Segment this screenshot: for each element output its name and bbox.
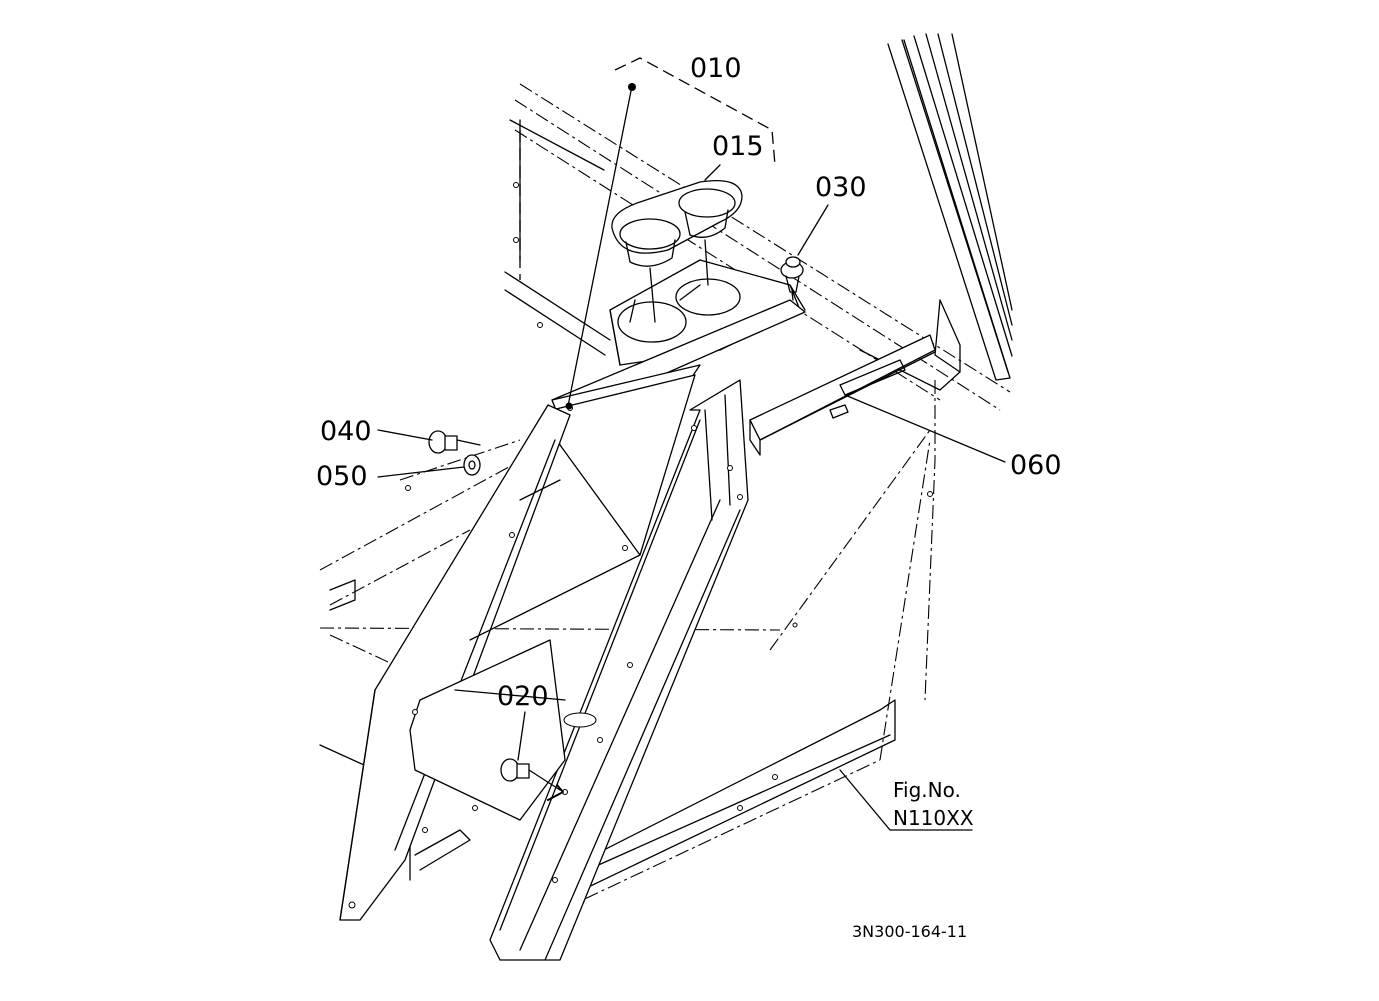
fig-number: N110XX <box>893 806 974 830</box>
drawing-code: 3N300-164-11 <box>852 922 967 941</box>
cup-holder-insert <box>611 179 743 323</box>
fig-label: Fig.No. <box>893 778 961 802</box>
figure-reference: Fig.No. N110XX 3N300-164-11 <box>852 778 974 941</box>
rail-bracket <box>749 334 936 456</box>
callout-030: 030 <box>815 172 867 203</box>
callout-labels: 010 015 030 040 050 060 020 <box>316 53 1062 712</box>
bolt-030 <box>780 256 804 301</box>
bolt-020 <box>500 758 564 801</box>
washer-050 <box>463 454 481 476</box>
mounting-holes <box>348 182 933 909</box>
bolt-040 <box>428 430 481 454</box>
callout-010: 010 <box>690 53 742 84</box>
callout-020: 020 <box>497 681 549 712</box>
callout-050: 050 <box>316 461 368 492</box>
callout-040: 040 <box>320 416 372 447</box>
callout-060: 060 <box>1010 450 1062 481</box>
callout-015: 015 <box>712 131 764 162</box>
leader-lines <box>377 57 1006 831</box>
